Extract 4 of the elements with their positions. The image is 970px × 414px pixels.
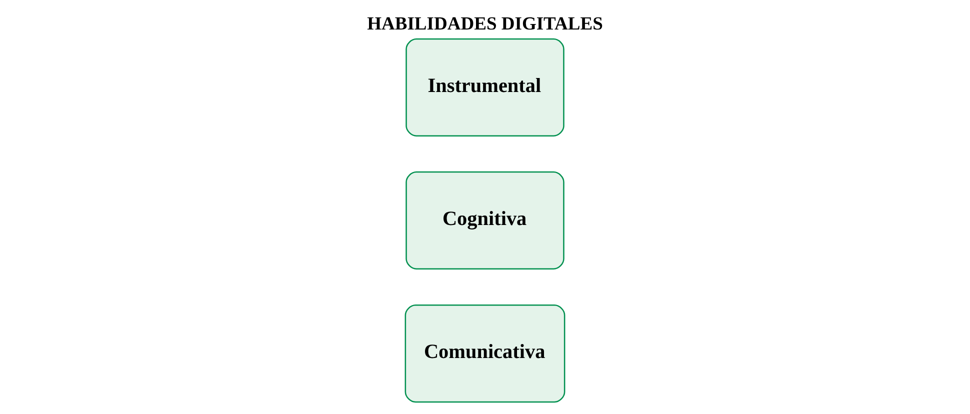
diagram-title: HABILIDADES DIGITALES	[367, 13, 603, 34]
node-box: Cognitiva	[406, 171, 564, 270]
node-box: Comunicativa	[404, 304, 566, 403]
node-box: Instrumental	[406, 38, 564, 136]
